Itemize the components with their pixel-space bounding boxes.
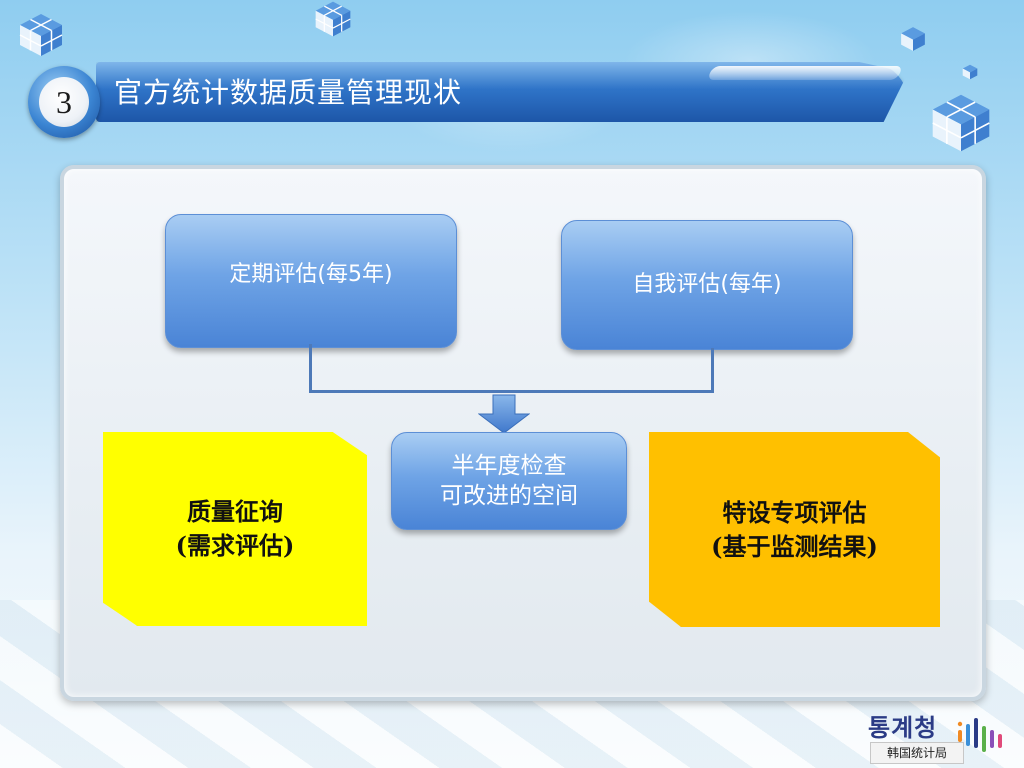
cube-icon [18, 12, 64, 58]
special-review-note: 特设专项评估 (基于监测结果) [649, 432, 940, 627]
cube-icon [900, 26, 926, 52]
logo-bars-icon [956, 714, 1006, 754]
quality-inquiry-note: 质量征询 (需求评估) [103, 432, 367, 626]
connector-line-right [711, 348, 714, 392]
improvement-space-label: 可改进的空间 [440, 483, 578, 509]
cube-icon [314, 0, 352, 38]
semiannual-check-box: 半年度检查 可改进的空间 [391, 432, 627, 530]
cube-icon [930, 92, 992, 154]
special-review-label: 特设专项评估 [722, 497, 867, 527]
page-title: 官方统计数据质量管理现状 [114, 76, 463, 109]
periodic-review-label: 定期评估(每5年) [229, 262, 393, 287]
periodic-review-box: 定期评估(每5年) [165, 214, 457, 348]
demand-assessment-label: (需求评估) [175, 531, 295, 560]
logo-korean-text: 통계청 [868, 714, 938, 742]
quality-inquiry-label: 质量征询 [187, 497, 283, 526]
statistics-korea-logo: 통계청 韩国统计局 [868, 708, 1008, 764]
self-review-label: 自我评估(每年) [632, 272, 782, 297]
title-gloss [706, 66, 904, 80]
logo-caption: 韩国统计局 [870, 742, 964, 764]
slide-number: 3 [39, 77, 89, 127]
cube-icon [962, 64, 978, 80]
connector-line-left [309, 344, 312, 392]
semiannual-check-label: 半年度检查 [451, 453, 567, 479]
down-arrow-icon [477, 394, 531, 434]
self-review-box: 自我评估(每年) [561, 220, 853, 350]
connector-line-horizontal [309, 390, 714, 393]
monitoring-based-label: (基于监测结果) [711, 531, 878, 561]
